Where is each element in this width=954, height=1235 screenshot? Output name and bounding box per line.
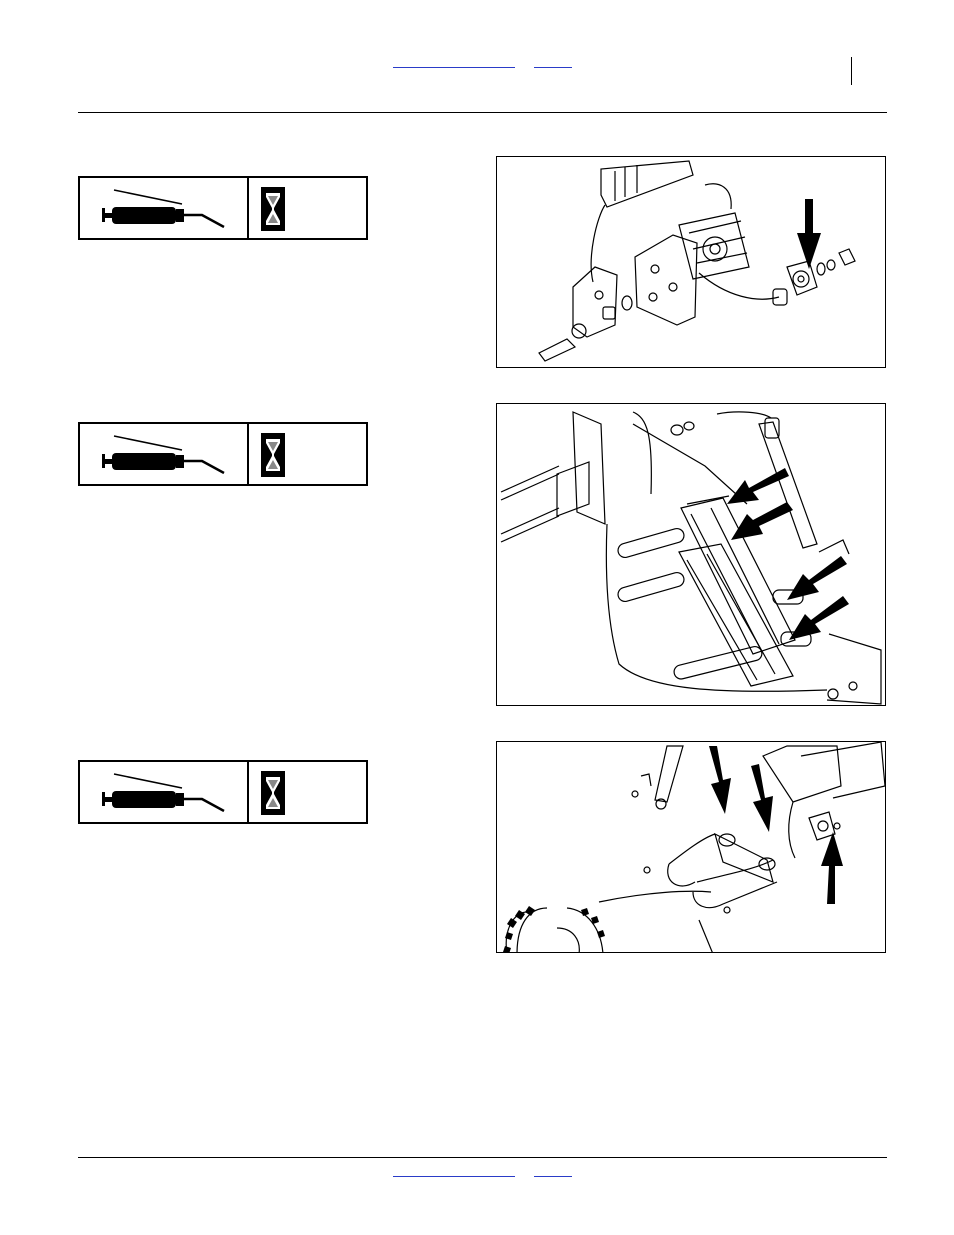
indicator-arrow	[787, 556, 847, 600]
hourglass-icon	[261, 187, 285, 231]
lubrication-symbol-box-2	[78, 422, 368, 486]
header-rule	[78, 112, 887, 113]
symbol-divider	[247, 178, 249, 238]
symbol-divider	[247, 424, 249, 484]
figure-2-drawing	[497, 404, 886, 706]
grease-gun-icon	[98, 770, 238, 812]
hourglass-icon	[261, 433, 285, 477]
figure-1-pivot-bearing	[496, 156, 886, 368]
footer-rule	[78, 1157, 887, 1158]
figure-3-drawing	[497, 742, 886, 953]
indicator-arrow	[821, 832, 843, 904]
footer-link-primary[interactable]	[393, 1176, 515, 1177]
indicator-arrow	[797, 199, 821, 269]
symbol-divider	[247, 762, 249, 822]
lubrication-symbol-box-1	[78, 176, 368, 240]
indicator-arrow	[751, 764, 773, 832]
figure-2-parallel-linkage	[496, 403, 886, 706]
lubrication-symbol-box-3	[78, 760, 368, 824]
indicator-arrow	[727, 468, 789, 504]
footer-link-secondary[interactable]	[534, 1176, 572, 1177]
header-link-secondary[interactable]	[534, 67, 572, 68]
grease-gun-icon	[98, 186, 238, 228]
indicator-arrow	[709, 746, 731, 814]
figure-1-drawing	[497, 157, 886, 368]
header-edge-bar	[851, 57, 852, 85]
grease-gun-icon	[98, 432, 238, 474]
figure-3-wheel-pivot	[496, 741, 886, 953]
indicator-arrow	[731, 502, 793, 540]
hourglass-icon	[261, 771, 285, 815]
indicator-arrow	[789, 596, 849, 640]
header-link-primary[interactable]	[393, 67, 515, 68]
